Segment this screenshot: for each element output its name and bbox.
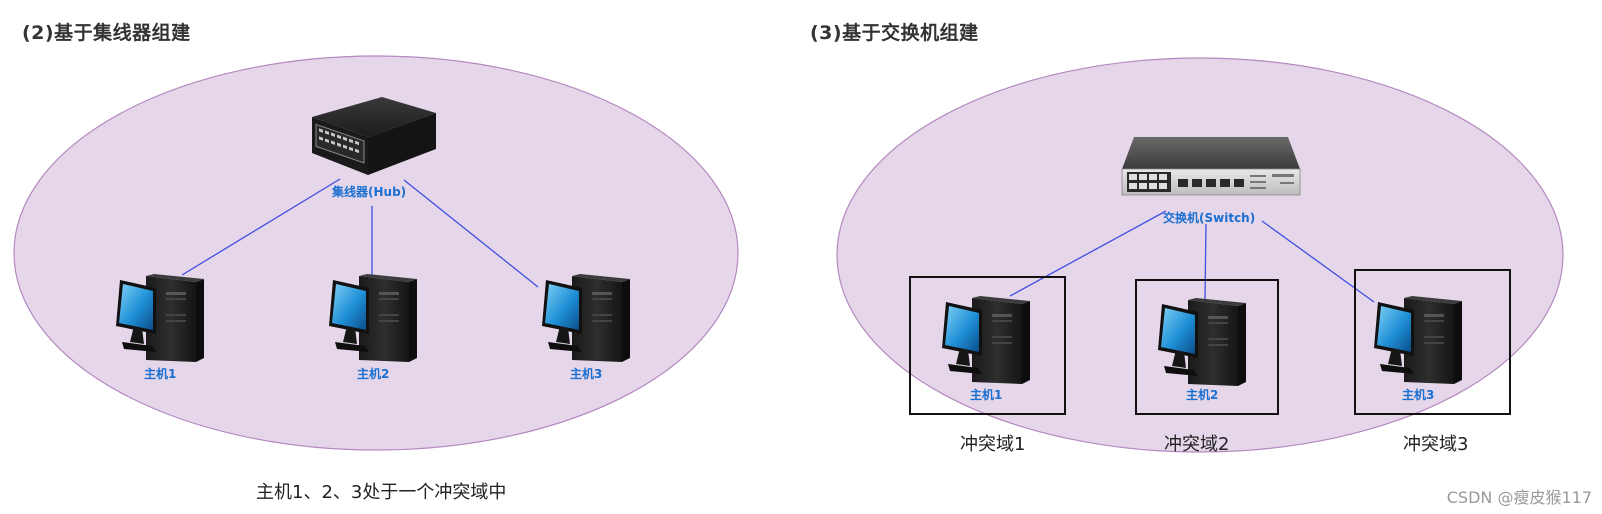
left-links [181, 178, 539, 288]
collision-domain-box-2 [1135, 279, 1279, 415]
bottom-caption: 主机1、2、3处于一个冲突域中 [256, 482, 507, 503]
left-host2-label: 主机2 [357, 366, 389, 381]
collision-domain-label-1: 冲突域1 [960, 434, 1026, 455]
right-host2-icon [1158, 298, 1246, 386]
right-host1-icon [942, 296, 1030, 384]
link-hub-host3 [403, 179, 539, 288]
right-section-title: (3)基于交换机组建 [810, 22, 979, 44]
left-host2-icon [329, 274, 417, 362]
right-host3-label: 主机3 [1402, 387, 1434, 402]
right-host3-icon [1374, 296, 1462, 384]
link-hub-host1 [181, 178, 341, 276]
switch-icon [1121, 137, 1301, 196]
switch-label: 交换机(Switch) [1163, 210, 1255, 225]
left-host1-label: 主机1 [144, 366, 176, 381]
collision-domain-boxes [909, 269, 1511, 415]
left-host3-label: 主机3 [570, 366, 602, 381]
collision-domain-label-2: 冲突域2 [1164, 434, 1230, 455]
link-switch-host2 [1204, 223, 1207, 300]
left-host1-icon [116, 274, 204, 362]
hub-label: 集线器(Hub) [331, 184, 406, 199]
collision-domain-box-1 [909, 276, 1066, 415]
left-host3-icon [542, 274, 630, 362]
collision-domain-box-3 [1354, 269, 1511, 415]
left-section-title: (2)基于集线器组建 [22, 22, 191, 44]
right-host1-label: 主机1 [970, 387, 1002, 402]
hub-icon [312, 97, 436, 175]
watermark-text: CSDN @瘦皮猴117 [1446, 488, 1592, 507]
collision-domain-label-3: 冲突域3 [1403, 434, 1469, 455]
right-host2-label: 主机2 [1186, 387, 1218, 402]
link-switch-host1 [1009, 210, 1167, 297]
